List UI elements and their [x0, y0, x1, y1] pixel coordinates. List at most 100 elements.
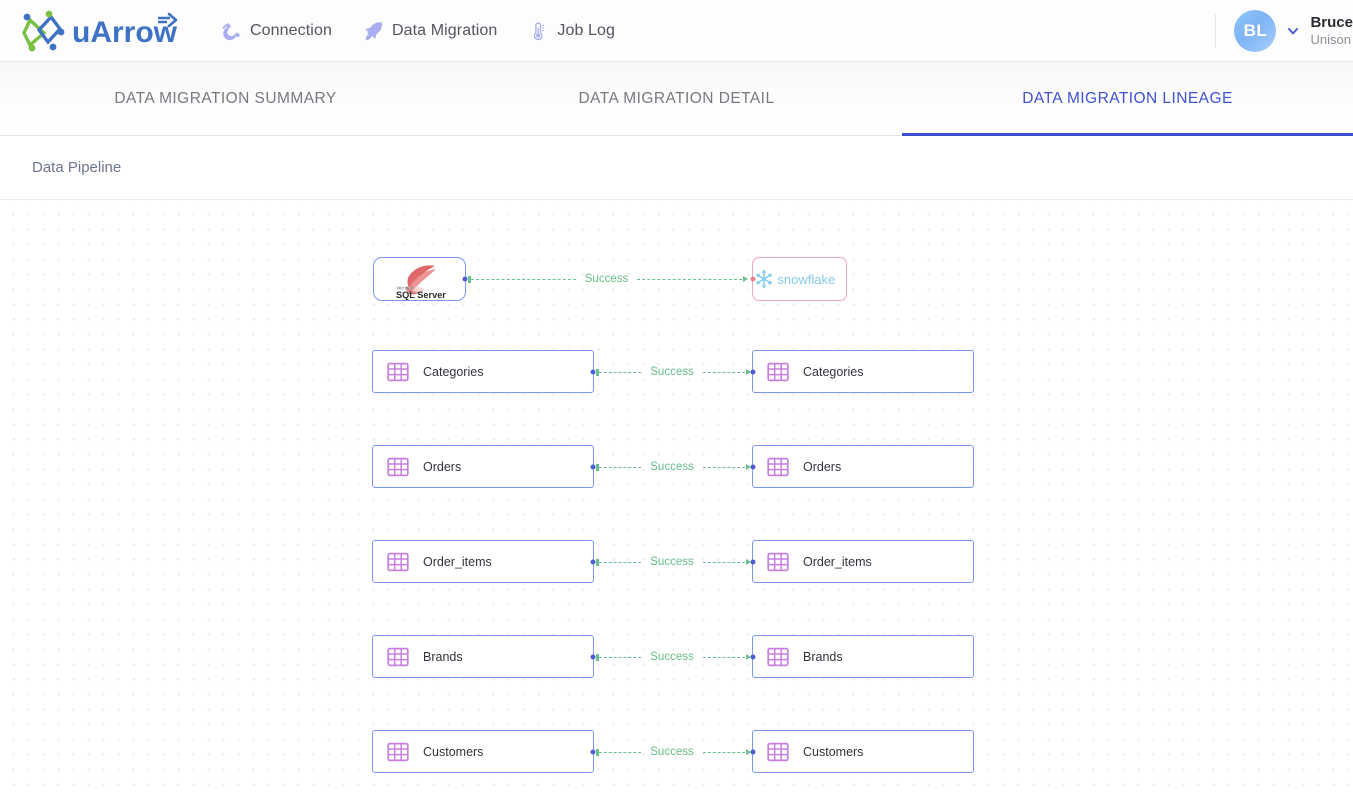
- user-menu[interactable]: BL Bruce Unison: [1197, 0, 1353, 62]
- chevron-down-icon[interactable]: [1286, 24, 1300, 38]
- node-content: Orders: [753, 456, 973, 478]
- node-content: Order_items: [373, 551, 593, 573]
- edge-line: [599, 561, 642, 563]
- uarrow-logo-text: uArrow: [72, 12, 178, 49]
- node-source-customers[interactable]: Customers: [372, 730, 596, 773]
- edge-arrow-icon: [743, 276, 748, 282]
- node-label: Categories: [423, 364, 484, 379]
- node-source-sql-server[interactable]: Microsoft SQL Server: [373, 257, 468, 301]
- snowflake-logo: snowflake: [756, 269, 835, 289]
- nav-label-job-log: Job Log: [557, 21, 616, 39]
- edge-line: [702, 561, 745, 563]
- node-content: Categories: [753, 361, 973, 383]
- node-source-categories[interactable]: Categories: [372, 350, 596, 393]
- edge-line: [637, 278, 742, 280]
- node-target-snowflake[interactable]: snowflake: [750, 257, 847, 301]
- svg-text:Microsoft: Microsoft: [397, 285, 414, 290]
- table-icon: [767, 742, 789, 761]
- node-handle-left[interactable]: [750, 559, 756, 564]
- edge-start-cap: [596, 463, 599, 471]
- nav-item-data-migration[interactable]: Data Migration: [360, 15, 499, 47]
- node-label: Orders: [423, 459, 462, 474]
- edge-orders: Success: [596, 460, 751, 474]
- node-content: Categories: [373, 361, 593, 383]
- table-icon: [767, 552, 789, 571]
- node-handle-left[interactable]: [750, 276, 756, 282]
- edge-start-cap: [596, 368, 599, 376]
- edge-line: [599, 656, 642, 658]
- plug-icon: [222, 22, 241, 40]
- edge-line: [702, 371, 745, 373]
- edge-start-cap: [596, 558, 599, 566]
- edge-line: [702, 751, 745, 753]
- edge-line: [471, 278, 576, 280]
- tab-data-migration-detail[interactable]: DATA MIGRATION DETAIL: [578, 89, 775, 107]
- node-content: Customers: [373, 741, 593, 763]
- node-label: Order_items: [423, 554, 492, 569]
- nav-item-job-log[interactable]: Job Log: [525, 15, 617, 47]
- edge-line: [599, 751, 642, 753]
- nav-item-connection[interactable]: Connection: [218, 15, 334, 47]
- node-content: Order_items: [753, 551, 973, 573]
- snowflake-logo-block: snowflake: [753, 264, 846, 294]
- edge-status-label: Success: [650, 556, 694, 568]
- edge-start-cap: [468, 275, 471, 283]
- node-label: Customers: [423, 744, 484, 759]
- edge-order-items: Success: [596, 555, 751, 569]
- uarrow-logo-mark: [22, 10, 65, 51]
- lineage-canvas[interactable]: Microsoft SQL Server Success: [0, 200, 1353, 795]
- node-target-order-items[interactable]: Order_items: [750, 540, 974, 583]
- edge-sql-server-to-snowflake: Success: [468, 272, 748, 286]
- node-handle-right[interactable]: [590, 654, 596, 659]
- edge-line: [599, 466, 642, 468]
- node-handle-right[interactable]: [590, 369, 596, 374]
- edge-start-cap: [596, 653, 599, 661]
- node-label: Customers: [803, 744, 864, 759]
- node-label: Brands: [803, 649, 843, 664]
- table-icon: [767, 457, 789, 476]
- node-handle-right[interactable]: [462, 276, 468, 282]
- node-handle-right[interactable]: [590, 559, 596, 564]
- avatar[interactable]: BL: [1234, 10, 1277, 52]
- edge-categories: Success: [596, 365, 751, 379]
- table-icon: [767, 647, 789, 666]
- table-icon: [387, 552, 409, 571]
- node-handle-left[interactable]: [750, 654, 756, 659]
- node-handle-left[interactable]: [750, 464, 756, 469]
- nav-label-data-migration: Data Migration: [391, 21, 498, 39]
- node-handle-left[interactable]: [750, 369, 756, 374]
- tab-data-migration-lineage[interactable]: DATA MIGRATION LINEAGE: [902, 62, 1353, 136]
- node-label: Order_items: [803, 554, 872, 569]
- node-target-categories[interactable]: Categories: [750, 350, 974, 393]
- edge-customers: Success: [596, 745, 751, 759]
- table-icon: [387, 647, 409, 666]
- breadcrumb-label[interactable]: Data Pipeline: [32, 159, 122, 176]
- node-label: Brands: [423, 649, 463, 664]
- tab-data-migration-summary[interactable]: DATA MIGRATION SUMMARY: [114, 89, 337, 107]
- svg-text:SQL Server: SQL Server: [396, 290, 446, 300]
- edge-line: [702, 466, 745, 468]
- edge-status-label: Success: [650, 366, 694, 378]
- node-target-orders[interactable]: Orders: [750, 445, 974, 488]
- table-icon: [767, 362, 789, 381]
- node-handle-right[interactable]: [590, 464, 596, 469]
- node-label: Categories: [803, 364, 864, 379]
- tab-bar: DATA MIGRATION SUMMARY DATA MIGRATION DE…: [0, 62, 1353, 136]
- node-source-orders[interactable]: Orders: [372, 445, 596, 488]
- node-content: Brands: [753, 646, 973, 668]
- node-handle-left[interactable]: [750, 749, 756, 754]
- edge-status-label: Success: [650, 746, 694, 758]
- table-icon: [387, 457, 409, 476]
- node-content: Customers: [753, 741, 973, 763]
- nav-label-connection: Connection: [250, 21, 332, 39]
- node-source-brands[interactable]: Brands: [372, 635, 596, 678]
- node-source-order-items[interactable]: Order_items: [372, 540, 596, 583]
- app-logo[interactable]: uArrow: [20, 8, 180, 54]
- edge-brands: Success: [596, 650, 751, 664]
- edge-line: [599, 371, 642, 373]
- node-handle-right[interactable]: [590, 749, 596, 754]
- node-target-customers[interactable]: Customers: [750, 730, 974, 773]
- rocket-icon: [365, 21, 382, 40]
- node-target-brands[interactable]: Brands: [750, 635, 974, 678]
- breadcrumb: Data Pipeline: [0, 136, 1353, 200]
